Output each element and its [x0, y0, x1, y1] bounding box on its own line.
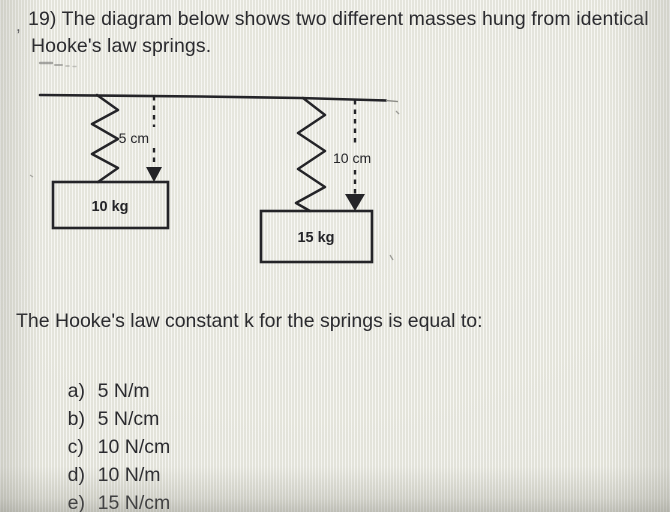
answer-option-b[interactable]: b) 5 N/cm [46, 385, 160, 454]
option-a-letter: a) [67, 380, 86, 402]
option-c-letter: c) [67, 436, 84, 458]
option-c-text: 10 N/cm [97, 436, 171, 458]
option-e-text: 15 N/cm [97, 492, 171, 512]
answer-option-d[interactable]: d) 10 N/m [46, 441, 161, 510]
stray-mark-1 [395, 110, 400, 115]
left-spring-assembly: 10 kg 5 cm [51, 93, 170, 230]
stray-pen-mark: , [16, 16, 21, 35]
option-b-letter: b) [67, 408, 86, 430]
diagram-canvas: 10 kg 5 cm 15 kg 10 cm [29, 61, 400, 264]
answer-option-e[interactable]: e) 15 N/cm [46, 469, 171, 512]
right-extension-arrowhead [345, 194, 365, 211]
right-spring-assembly: 15 kg 10 cm [259, 96, 374, 264]
option-e-letter: e) [67, 492, 86, 512]
answer-option-c[interactable]: c) 10 N/cm [46, 413, 171, 482]
right-extension-label: 10 cm [333, 150, 371, 166]
question-stem-line-2: Hooke's law springs. [31, 35, 212, 57]
left-extension-label: 5 cm [119, 130, 149, 146]
right-spring-coil [294, 96, 327, 213]
right-mass-box [259, 209, 374, 264]
left-mass-label: 10 kg [91, 199, 128, 215]
option-b-text: 5 N/cm [97, 408, 160, 430]
stray-mark-2 [389, 254, 394, 261]
right-mass-label: 15 kg [297, 230, 334, 246]
answer-option-a[interactable]: a) 5 N/m [46, 357, 150, 426]
page-right-shadow [610, 0, 670, 512]
hookes-law-spring-diagram: 10 kg 5 cm 15 kg 10 cm [0, 55, 430, 280]
ceiling-line [38, 93, 388, 102]
option-a-text: 5 N/m [97, 380, 150, 402]
option-d-letter: d) [67, 464, 86, 486]
question-prompt: The Hooke's law constant k for the sprin… [16, 310, 483, 332]
left-spring-coil [90, 93, 120, 184]
option-d-text: 10 N/m [97, 464, 161, 486]
stray-mark-3 [29, 174, 34, 178]
ceiling-line-tail [385, 99, 399, 103]
left-mass-box [51, 180, 170, 230]
left-extension-arrowhead [146, 167, 162, 182]
paper-smudge-mark [38, 61, 77, 68]
question-stem-line-1: 19) The diagram below shows two differen… [28, 8, 649, 30]
